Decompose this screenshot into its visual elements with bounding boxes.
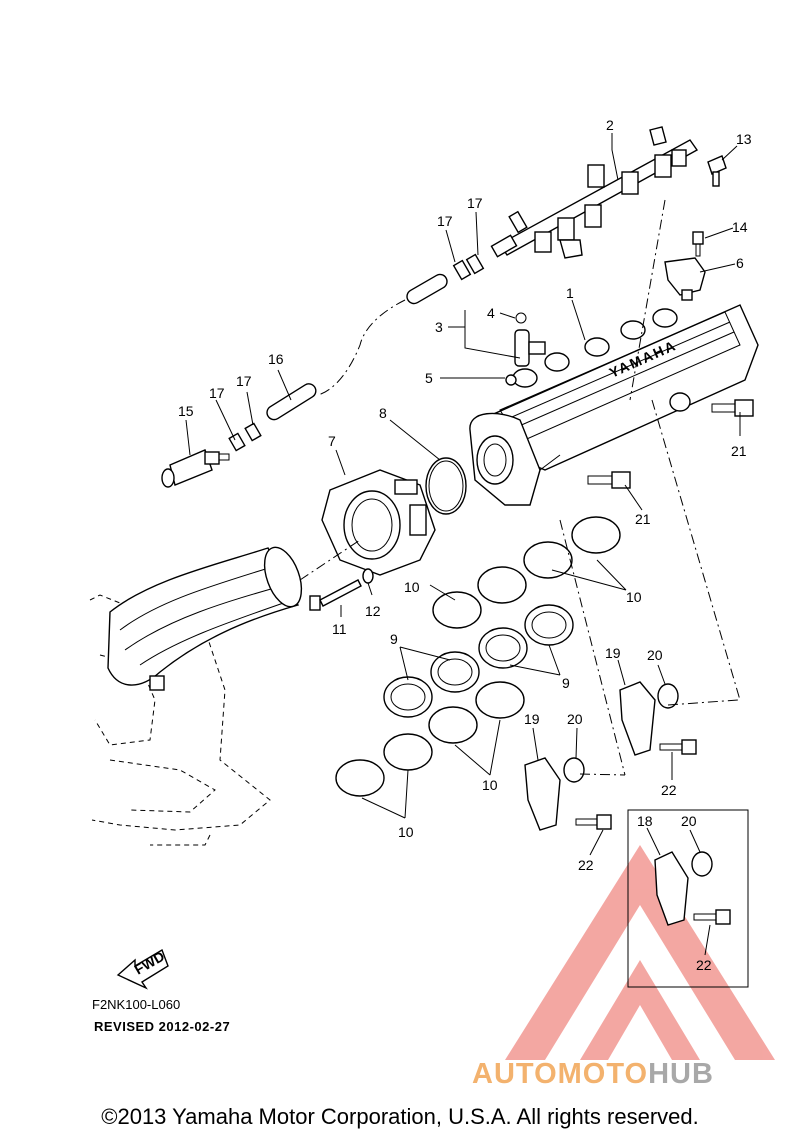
callout-14: 14	[732, 219, 748, 235]
clamp-group	[335, 516, 621, 797]
callout-4: 4	[487, 305, 495, 321]
callout-22: 22	[661, 782, 677, 798]
detail-inset	[627, 809, 749, 988]
callout-20: 20	[681, 813, 697, 829]
injector-3	[505, 312, 546, 386]
callout-7: 7	[328, 433, 336, 449]
washer-12	[362, 568, 374, 584]
bracket-19a	[619, 681, 697, 756]
bolt-21b	[587, 471, 631, 489]
callout-13: 13	[736, 131, 752, 147]
intake-manifold	[469, 304, 759, 506]
callout-9: 9	[562, 675, 570, 691]
watermark-text-a: AUTOMOTO	[472, 1058, 649, 1090]
watermark-text-b: HUB	[648, 1058, 714, 1090]
callout-10: 10	[398, 824, 414, 840]
watermark-logo	[505, 845, 775, 1060]
throttle-body-7	[321, 469, 436, 576]
callout-17: 17	[467, 195, 483, 211]
callout-2: 2	[606, 117, 614, 133]
callout-20: 20	[567, 711, 583, 727]
bolt-13	[707, 155, 727, 187]
assembly-centerlines	[299, 199, 741, 776]
callout-17: 17	[437, 213, 453, 229]
callout-9: 9	[390, 631, 398, 647]
callout-6: 6	[736, 255, 744, 271]
callout-22: 22	[696, 957, 712, 973]
callout-8: 8	[379, 405, 387, 421]
callout-15: 15	[178, 403, 194, 419]
callout-21: 21	[635, 511, 651, 527]
engine-block-outline	[89, 594, 271, 846]
joint-group	[383, 604, 574, 718]
diagram-reference-code: F2NK100-L060	[92, 997, 181, 1012]
callout-17: 17	[236, 373, 252, 389]
fuel-hose	[228, 253, 485, 452]
callout-19: 19	[605, 645, 621, 661]
o-ring-8	[425, 457, 467, 515]
connector-15	[161, 449, 230, 488]
fuel-rail	[490, 126, 699, 259]
revision-date: REVISED 2012-02-27	[94, 1019, 231, 1034]
callout-3: 3	[435, 319, 443, 335]
callout-17: 17	[209, 385, 225, 401]
fwd-arrow-icon: FWD	[116, 948, 169, 990]
callout-22: 22	[578, 857, 594, 873]
bracket-19b	[524, 757, 612, 831]
bolt-21a	[711, 399, 754, 417]
callout-5: 5	[425, 370, 433, 386]
callout-16: 16	[268, 351, 284, 367]
callout-12: 12	[365, 603, 381, 619]
callouts: 2 13 17 17 14 6 1 4 3 5 16 17 17 15 8 7 …	[178, 117, 752, 973]
leader-lines	[185, 133, 741, 956]
callout-10: 10	[404, 579, 420, 595]
callout-18: 18	[637, 813, 653, 829]
callout-20: 20	[647, 647, 663, 663]
callout-1: 1	[566, 285, 574, 301]
callout-11: 11	[332, 621, 347, 637]
watermark-text: AUTOMOTOHUB	[472, 1058, 714, 1091]
callout-19: 19	[524, 711, 540, 727]
sensor-6	[664, 231, 706, 301]
air-intake-hose	[107, 546, 303, 691]
bolt-11	[309, 579, 362, 611]
callout-10: 10	[482, 777, 498, 793]
callout-21: 21	[731, 443, 747, 459]
callout-10: 10	[626, 589, 642, 605]
copyright-notice: ©2013 Yamaha Motor Corporation, U.S.A. A…	[101, 1104, 699, 1129]
